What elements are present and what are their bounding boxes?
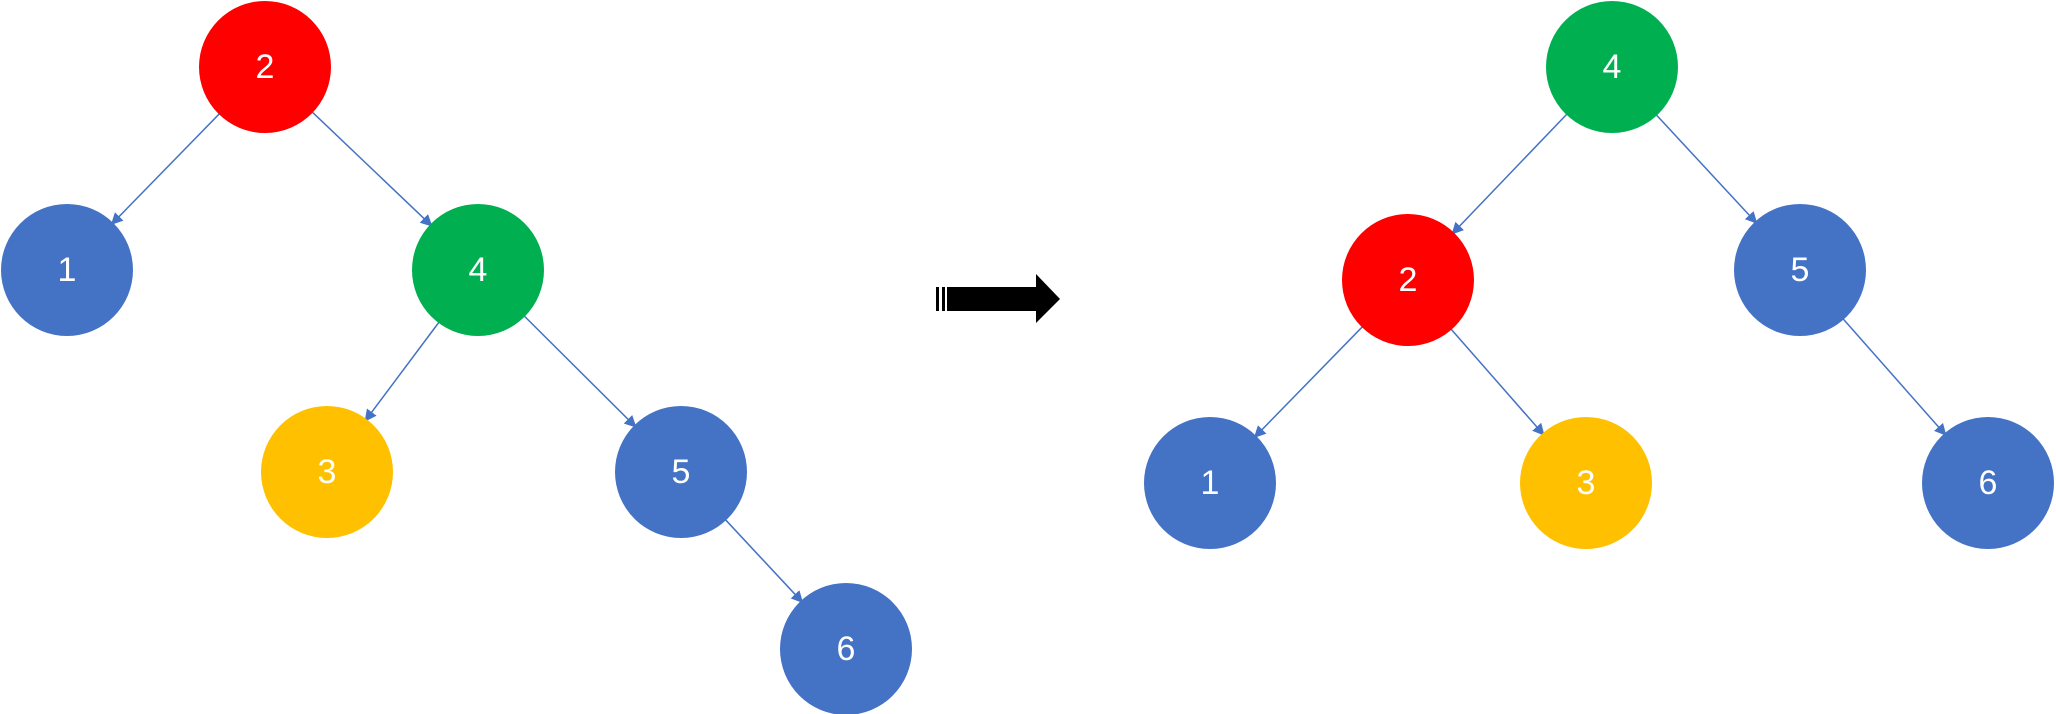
node-circle <box>1546 1 1678 133</box>
node-label: 2 <box>256 48 275 86</box>
edge-n4-to-n2 <box>1451 112 1569 235</box>
node-circle <box>261 406 393 538</box>
node-label: 6 <box>1979 464 1998 502</box>
node-circle <box>412 204 544 336</box>
node-circle <box>1520 417 1652 549</box>
after-tree: 4 2 5 1 3 6 <box>1144 1 2054 549</box>
tree-node-6: 6 <box>780 583 912 714</box>
node-label: 4 <box>1603 48 1622 86</box>
node-label: 3 <box>318 453 337 491</box>
node-label: 5 <box>1791 251 1810 289</box>
tree-node-4: 4 <box>1546 1 1678 133</box>
node-label: 2 <box>1399 261 1418 299</box>
tree-node-2: 2 <box>1342 214 1474 346</box>
edge-n2-to-n1 <box>110 112 221 226</box>
tree-node-5: 5 <box>615 406 747 538</box>
tree-node-1: 1 <box>1 204 133 336</box>
node-label: 3 <box>1577 464 1596 502</box>
tree-node-2: 2 <box>199 1 331 133</box>
edge-n4-to-n5 <box>1654 113 1758 224</box>
node-circle <box>615 406 747 538</box>
node-circle <box>1 204 133 336</box>
right-arrow-icon <box>936 274 1060 323</box>
node-label: 1 <box>1201 464 1220 502</box>
node-circle <box>1342 214 1474 346</box>
edge-n2-to-n3 <box>1449 327 1545 436</box>
node-label: 6 <box>837 630 856 668</box>
tree-node-3: 3 <box>261 406 393 538</box>
edge-n4-to-n5 <box>522 314 637 428</box>
node-label: 4 <box>469 251 488 289</box>
transition-arrow <box>936 274 1060 323</box>
node-label: 1 <box>58 251 77 289</box>
tree-node-3: 3 <box>1520 417 1652 549</box>
edge-n4-to-n3 <box>364 320 441 422</box>
node-label: 5 <box>672 453 691 491</box>
node-circle <box>1144 417 1276 549</box>
tree-node-4: 4 <box>412 204 544 336</box>
node-circle <box>199 1 331 133</box>
before-tree: 2 1 4 3 5 6 <box>1 1 912 714</box>
edge-n2-to-n1 <box>1253 325 1364 439</box>
tree-node-5: 5 <box>1734 204 1866 336</box>
node-circle <box>1734 204 1866 336</box>
node-circle <box>1922 417 2054 549</box>
edge-n5-to-n6 <box>1841 317 1947 436</box>
tree-node-6: 6 <box>1922 417 2054 549</box>
edge-n2-to-n4 <box>310 110 433 227</box>
node-circle <box>780 583 912 714</box>
edge-n5-to-n6 <box>724 518 804 604</box>
tree-node-1: 1 <box>1144 417 1276 549</box>
